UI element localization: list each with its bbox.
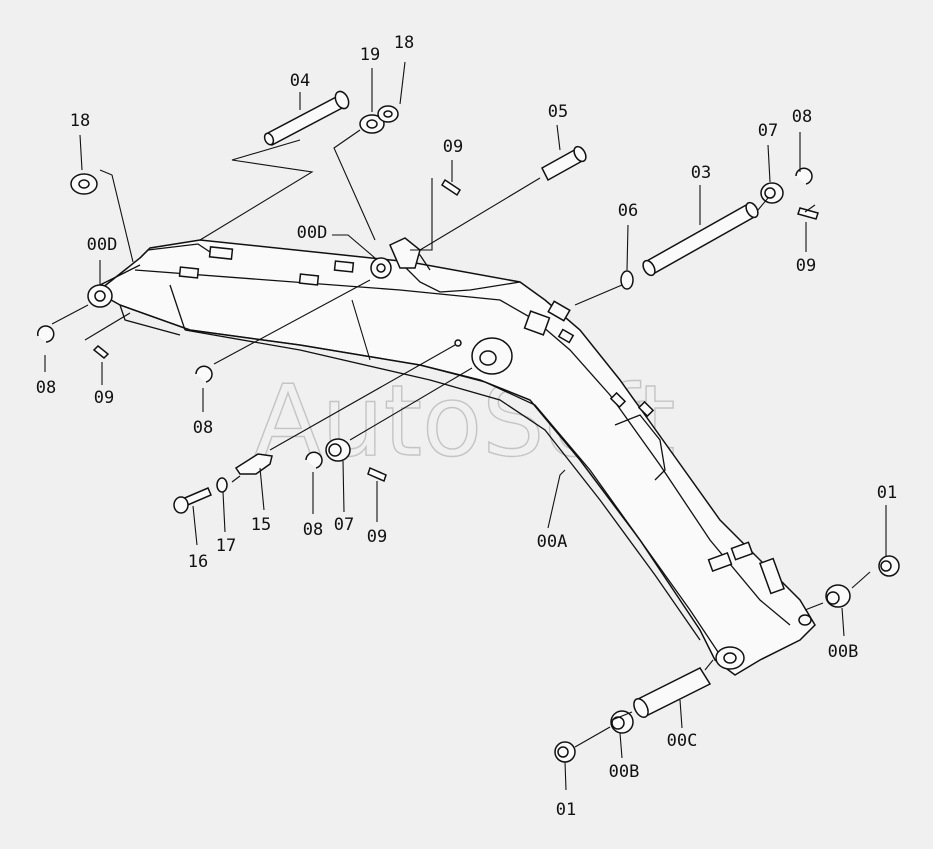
callout-08-center: 08 bbox=[193, 418, 213, 438]
part-17-washer bbox=[216, 477, 228, 493]
part-07-collar-mid bbox=[325, 438, 351, 462]
part-00B-collar-right bbox=[825, 584, 851, 608]
callout-09-mid: 09 bbox=[367, 527, 387, 547]
part-00B-collar-bottom bbox=[610, 710, 634, 734]
callout-09-left: 09 bbox=[94, 388, 114, 408]
part-06-washer bbox=[620, 270, 634, 290]
callout-00D-top: 00D bbox=[297, 223, 328, 243]
callout-15: 15 bbox=[251, 515, 271, 535]
part-19-washer bbox=[359, 114, 385, 134]
callout-09-top: 09 bbox=[443, 137, 463, 157]
callout-08-mid: 08 bbox=[303, 520, 323, 540]
callout-06: 06 bbox=[618, 201, 638, 221]
callout-19: 19 bbox=[360, 45, 380, 65]
callout-08-top: 08 bbox=[792, 107, 812, 127]
callout-00C: 00C bbox=[667, 731, 698, 751]
callout-labels: 04 19 18 18 00D 00D 09 05 06 03 07 08 09… bbox=[36, 33, 897, 820]
part-08-snap-ring-left bbox=[37, 325, 55, 343]
callout-01-bottom: 01 bbox=[556, 800, 576, 820]
callout-00B-right: 00B bbox=[828, 642, 859, 662]
part-08-snap-ring-center bbox=[195, 365, 213, 383]
part-03-long-pin bbox=[642, 201, 759, 277]
boom-body bbox=[87, 237, 816, 676]
callout-18-left: 18 bbox=[70, 111, 90, 131]
part-07-collar-top bbox=[760, 182, 784, 204]
leader-lines bbox=[44, 61, 887, 791]
callout-09-right: 09 bbox=[796, 256, 816, 276]
callout-17: 17 bbox=[216, 536, 236, 556]
callout-00D-left: 00D bbox=[87, 235, 118, 255]
part-05-pin bbox=[541, 145, 587, 182]
callout-07-top: 07 bbox=[758, 121, 778, 141]
callout-04: 04 bbox=[290, 71, 310, 91]
callout-00B-bottom: 00B bbox=[609, 762, 640, 782]
callout-01-right: 01 bbox=[877, 483, 897, 503]
part-09-spring-pin-top bbox=[440, 178, 462, 197]
part-09-spring-pin-mid bbox=[367, 466, 387, 483]
part-09-spring-pin-left bbox=[92, 344, 110, 360]
part-00C-pin bbox=[633, 667, 712, 719]
part-01-bushing-right bbox=[878, 555, 900, 577]
callout-03: 03 bbox=[691, 163, 711, 183]
callout-08-left: 08 bbox=[36, 378, 56, 398]
part-09-spring-pin-right bbox=[797, 207, 819, 220]
part-08-snap-ring-mid bbox=[305, 451, 323, 469]
callout-05: 05 bbox=[548, 102, 568, 122]
callout-16: 16 bbox=[188, 552, 208, 572]
callout-00A: 00A bbox=[537, 532, 568, 552]
callout-18-top: 18 bbox=[394, 33, 414, 53]
part-08-snap-ring-top bbox=[795, 167, 813, 185]
part-16-bolt bbox=[173, 487, 212, 514]
callout-07-mid: 07 bbox=[334, 515, 354, 535]
part-01-bushing-bottom bbox=[554, 741, 576, 763]
part-15-bracket bbox=[234, 453, 273, 475]
part-18-washer-left bbox=[70, 173, 98, 195]
part-04-pin bbox=[263, 90, 350, 147]
part-18-washer-top bbox=[377, 105, 399, 123]
